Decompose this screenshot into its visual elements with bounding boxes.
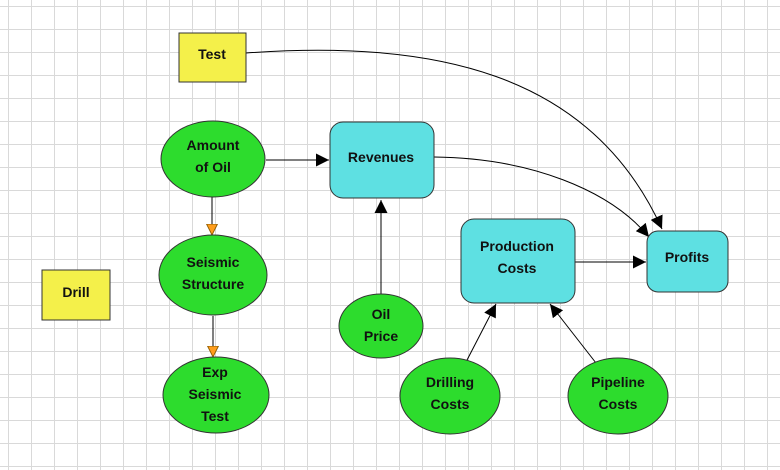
node-label: Test — [201, 408, 229, 424]
node-revenues[interactable]: Revenues — [329, 121, 435, 199]
edge-revenues-to-profits[interactable] — [433, 156, 650, 238]
node-production-costs[interactable]: Production Costs — [460, 218, 576, 304]
node-drill[interactable]: Drill — [41, 269, 111, 321]
node-label: Costs — [498, 260, 537, 276]
node-drilling-costs[interactable]: Drilling Costs — [399, 357, 501, 435]
node-exp-seismic-test[interactable]: Exp Seismic Test — [162, 356, 270, 434]
edge-drilling-to-production[interactable] — [465, 303, 497, 363]
node-label: Seismic — [189, 386, 242, 402]
node-seismic-structure[interactable]: Seismic Structure — [158, 234, 268, 316]
node-label: Drilling — [426, 374, 474, 390]
node-label: Revenues — [348, 149, 414, 165]
node-label: Production — [480, 238, 554, 254]
node-test[interactable]: Test — [178, 32, 247, 83]
edge-pipeline-to-production[interactable] — [549, 303, 597, 364]
node-label: Costs — [599, 396, 638, 412]
node-label: Pipeline — [591, 374, 645, 390]
node-label: Drill — [62, 284, 89, 300]
edges — [212, 49, 663, 364]
node-label: Amount — [187, 137, 240, 153]
node-label: Costs — [431, 396, 470, 412]
node-pipeline-costs[interactable]: Pipeline Costs — [567, 357, 669, 435]
node-oil-price[interactable]: Oil Price — [338, 293, 424, 359]
node-label: Test — [198, 46, 226, 62]
node-label: Seismic — [187, 254, 240, 270]
edge-test-to-profits[interactable] — [245, 49, 663, 230]
node-label: of Oil — [195, 159, 231, 175]
node-label: Structure — [182, 276, 244, 292]
node-label: Profits — [665, 249, 710, 265]
node-label: Exp — [202, 364, 228, 380]
node-label: Oil — [372, 306, 391, 322]
node-profits[interactable]: Profits — [646, 230, 729, 293]
node-amount-of-oil[interactable]: Amount of Oil — [160, 120, 266, 198]
node-label: Price — [364, 328, 398, 344]
